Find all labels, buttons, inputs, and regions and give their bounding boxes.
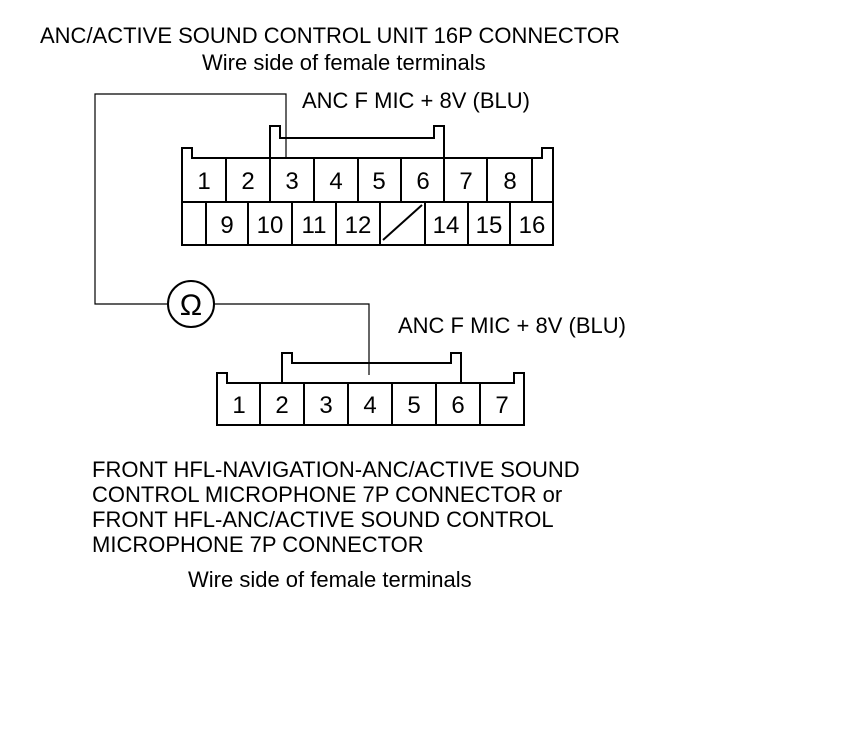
pin-label: 10 <box>257 212 284 239</box>
top-connector <box>181 125 554 246</box>
pin-label: 8 <box>503 168 516 195</box>
pin-label: 1 <box>232 392 245 419</box>
pin-label: 2 <box>241 168 254 195</box>
ohmmeter-icon <box>167 280 215 328</box>
pin-label: 3 <box>285 168 298 195</box>
top-row2-pins: 9 10 11 12 14 15 16 <box>220 212 545 239</box>
bottom-connector-title-line: CONTROL MICROPHONE 7P CONNECTOR or <box>92 482 563 507</box>
top-probe-label: ANC F MIC + 8V (BLU) <box>302 88 530 113</box>
top-connector-title: ANC/ACTIVE SOUND CONTROL UNIT 16P CONNEC… <box>40 23 620 48</box>
bottom-connector-title-line: FRONT HFL-NAVIGATION-ANC/ACTIVE SOUND <box>92 457 580 482</box>
blank-cavity-mark <box>382 204 423 241</box>
top-row1-pins: 1 2 3 4 5 6 7 8 <box>197 168 516 195</box>
pin-label: 5 <box>372 168 385 195</box>
bottom-connector-body <box>216 372 525 426</box>
pin-label: 9 <box>220 212 233 239</box>
pin-label: 3 <box>319 392 332 419</box>
pin-label: 4 <box>329 168 342 195</box>
pin-label: 1 <box>197 168 210 195</box>
bottom-pins: 1 2 3 4 5 6 7 <box>232 392 508 419</box>
bottom-connector <box>216 352 525 426</box>
pin-label: 4 <box>363 392 376 419</box>
pin-label: 12 <box>345 212 372 239</box>
pin-label: 6 <box>451 392 464 419</box>
pin-label: 6 <box>416 168 429 195</box>
bottom-connector-title-line: MICROPHONE 7P CONNECTOR <box>92 532 424 557</box>
pin-label: 7 <box>459 168 472 195</box>
top-connector-lock <box>269 125 445 158</box>
pin-label: 2 <box>275 392 288 419</box>
bottom-connector-lock <box>281 352 462 383</box>
pin-label: 15 <box>476 212 503 239</box>
pin-label: 16 <box>519 212 546 239</box>
pin-label: 7 <box>495 392 508 419</box>
probe-wire <box>94 93 370 375</box>
bottom-connector-title-line: FRONT HFL-ANC/ACTIVE SOUND CONTROL <box>92 507 554 532</box>
pin-label: 14 <box>433 212 460 239</box>
bottom-connector-subtitle: Wire side of female terminals <box>188 567 472 592</box>
top-connector-subtitle: Wire side of female terminals <box>202 50 486 75</box>
bottom-probe-label: ANC F MIC + 8V (BLU) <box>398 313 626 338</box>
ohmmeter: Ω <box>167 280 215 328</box>
pin-label: 11 <box>302 212 327 239</box>
ohm-symbol: Ω <box>180 289 202 322</box>
top-connector-body <box>181 147 554 246</box>
pin-label: 5 <box>407 392 420 419</box>
